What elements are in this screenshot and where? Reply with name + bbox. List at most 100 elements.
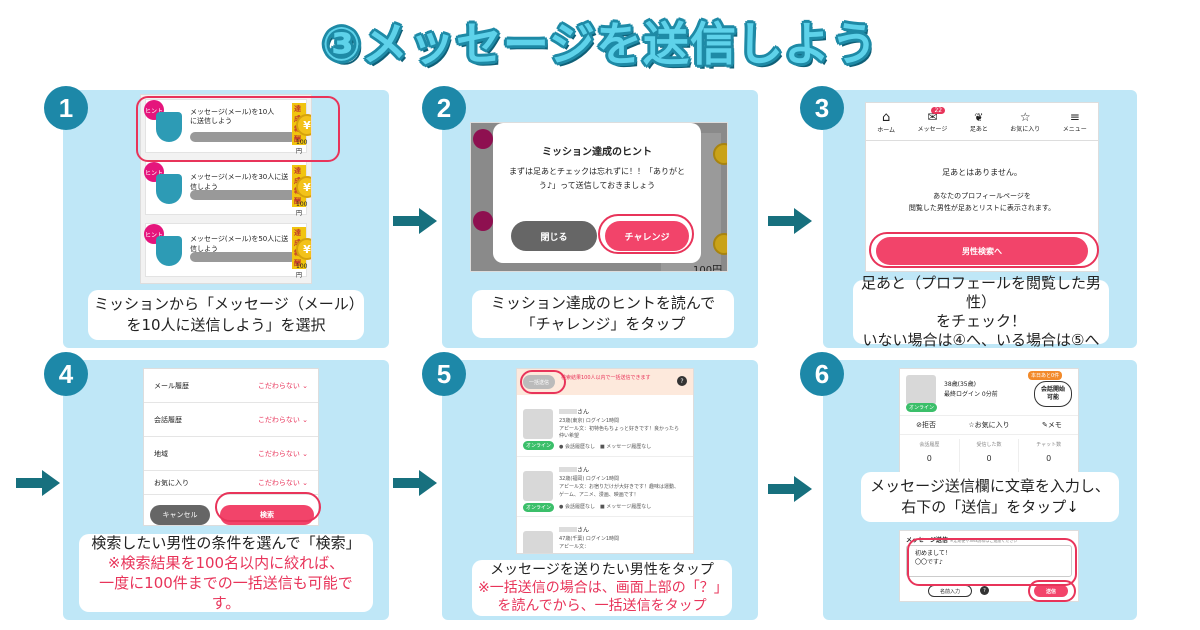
- user-name: さん: [559, 525, 589, 534]
- nav-footprint[interactable]: ❦足あと: [969, 110, 988, 133]
- highlight-ring: [598, 214, 694, 254]
- progress-bar: [190, 190, 296, 200]
- hint-modal-screenshot: 100円 ミッション達成のヒント まずは足あとチェックは忘れずに！！「ありがとう…: [470, 122, 728, 272]
- arrow-right-icon: [393, 470, 437, 496]
- online-badge: オンライン: [523, 503, 555, 512]
- user-meta: 47歳(千葉) ログイン1時間: [559, 536, 620, 542]
- filter-row-favorite[interactable]: お気に入りこだわらない ⌄: [144, 471, 318, 495]
- filter-row-chat-history[interactable]: 会話履歴こだわらない ⌄: [144, 403, 318, 437]
- caption-line: メッセージを送りたい男性をタップ: [490, 562, 714, 578]
- empty-message: 足あとはありません。: [942, 168, 1022, 177]
- search-men-button[interactable]: 男性検索へ: [876, 237, 1088, 265]
- bulk-notice: 検索結果100人以内で一括送信できます: [561, 375, 651, 381]
- memo-button[interactable]: ✎メモ: [1041, 421, 1062, 429]
- mission-list-screenshot: ヒント メッセージ(メール)を10人に送信しよう 達成報酬 ¥ 100円 ヒント…: [140, 94, 312, 284]
- home-icon: ⌂: [882, 109, 891, 125]
- profile-screenshot: オンライン 38歳(35歳) 最終ログイン 0分前 本日あと0件 会話開始可能 …: [899, 368, 1079, 478]
- help-icon[interactable]: ?: [980, 586, 989, 595]
- help-icon[interactable]: ?: [677, 376, 687, 386]
- highlight-ring: [907, 538, 1077, 586]
- step-caption-5: メッセージを送りたい男性をタップ ※一括送信の場合は、画面上部の「？」 を読んで…: [472, 560, 732, 616]
- modal-body: まずは足あとチェックは忘れずに！！「ありがとう♪」って送信しておきましょう: [509, 167, 685, 190]
- reward-amount: 100円: [296, 201, 308, 217]
- remaining-badge: 本日あと0件: [1028, 371, 1063, 380]
- nav-message[interactable]: ✉メッセージ 22: [917, 107, 948, 133]
- avatar: [906, 375, 936, 405]
- memo-icon: ✎: [1041, 421, 1048, 429]
- nav-home[interactable]: ⌂ホーム: [877, 109, 896, 134]
- user-row[interactable]: さん 47歳(千葉) ログイン1時間 アピール文：: [517, 521, 693, 553]
- message-textarea[interactable]: 初めまして！〇〇です♪: [906, 545, 1072, 577]
- progress-bar: [190, 252, 296, 262]
- coin-icon: ¥: [296, 238, 311, 260]
- result-header: 一括送信 検索結果100人以内で一括送信できます ?: [517, 369, 693, 395]
- step-number-3: 3: [800, 86, 844, 130]
- step-caption-3: 足あと（プロフェールを閲覧した男性） をチェック！ いない場合は④へ、いる場合は…: [853, 274, 1109, 349]
- filter-row-region[interactable]: 地域こだわらない ⌄: [144, 437, 318, 471]
- step-panel-2: 100円 ミッション達成のヒント まずは足あとチェックは忘れずに！！「ありがとう…: [442, 90, 758, 348]
- mail-icon: ✉: [927, 110, 938, 124]
- user-meta: 32歳(福岡) ログイン1時間: [559, 476, 620, 482]
- favorite-button[interactable]: ☆お気に入り: [968, 421, 1010, 429]
- user-appeal: アピール文：初特色もちょっと好きです！良かったら: [559, 426, 680, 432]
- avatar: [523, 409, 553, 439]
- caption-line: ミッションから「メッセージ（メール）: [94, 295, 364, 313]
- footprint-screenshot: ⌂ホーム ✉メッセージ 22 ❦足あと ☆お気に入り ≡メニュー 足あとはありま…: [865, 102, 1099, 272]
- block-button[interactable]: ⊘拒否: [916, 421, 937, 429]
- name-insert-button[interactable]: 名前入力: [928, 585, 972, 597]
- online-badge: オンライン: [523, 441, 555, 450]
- step-panel-3: ⌂ホーム ✉メッセージ 22 ❦足あと ☆お気に入り ≡メニュー 足あとはありま…: [823, 90, 1137, 349]
- step-caption-6: メッセージ送信欄に文章を入力し、 右下の「送信」をタップ↓: [861, 472, 1119, 522]
- hint-badge: [473, 211, 493, 231]
- caption-line: 検索したい男性の条件を選んで「検索」: [91, 534, 361, 552]
- nav-favorite[interactable]: ☆お気に入り: [1010, 110, 1041, 133]
- step-panel-4: メール履歴こだわらない ⌄ 会話履歴こだわらない ⌄ 地域こだわらない ⌄ お気…: [63, 360, 389, 620]
- caption-line: 足あと（プロフェールを閲覧した男性）: [860, 274, 1101, 311]
- progress-bar: [190, 132, 296, 142]
- caption-line: をチェック！: [935, 312, 1026, 330]
- coin-icon: ¥: [296, 114, 311, 136]
- user-meta: 23歳(東京) ログイン1時間: [559, 418, 620, 424]
- search-result-screenshot: 一括送信 検索結果100人以内で一括送信できます ? オンライン さん 23歳(…: [516, 368, 694, 554]
- step-number-1: 1: [44, 86, 88, 130]
- step-panel-1: ヒント メッセージ(メール)を10人に送信しよう 達成報酬 ¥ 100円 ヒント…: [63, 90, 389, 348]
- mission-card-30[interactable]: ヒント メッセージ(メール)を30人に送信しよう 達成報酬 ¥ 100円: [144, 161, 311, 217]
- shield-icon: [156, 236, 182, 266]
- chat-start-badge: 会話開始可能: [1034, 381, 1072, 407]
- cancel-button[interactable]: キャンセル: [150, 505, 210, 525]
- send-button[interactable]: 送信: [1034, 585, 1068, 597]
- reward-amount: 100円: [296, 139, 308, 155]
- mission-card-50[interactable]: ヒント メッセージ(メール)を50人に送信しよう 達成報酬 ¥ 100円: [144, 223, 311, 279]
- block-icon: ⊘: [916, 421, 923, 429]
- close-button[interactable]: 閉じる: [511, 221, 597, 251]
- star-icon: ☆: [1019, 110, 1031, 124]
- caption-line: 右下の「送信」をタップ↓: [901, 498, 1079, 516]
- highlight-ring: [1028, 580, 1076, 602]
- coin-icon: [713, 143, 727, 165]
- filter-row-mail-history[interactable]: メール履歴こだわらない ⌄: [144, 369, 318, 403]
- caption-line: ミッション達成のヒントを読んで: [490, 294, 716, 312]
- user-row[interactable]: オンライン さん 32歳(福岡) ログイン1時間 アピール文：お宿りだけが大好き…: [517, 461, 693, 517]
- nav-menu[interactable]: ≡メニュー: [1062, 110, 1087, 133]
- mission-card-10[interactable]: ヒント メッセージ(メール)を10人に送信しよう 達成報酬 ¥ 100円: [144, 99, 311, 155]
- user-row[interactable]: オンライン さん 23歳(東京) ログイン1時間 アピール文：初特色もちょっと好…: [517, 405, 693, 457]
- user-name: さん: [559, 407, 589, 416]
- user-name: さん: [559, 465, 589, 474]
- step-panel-6: オンライン 38歳(35歳) 最終ログイン 0分前 本日あと0件 会話開始可能 …: [823, 360, 1137, 620]
- note-line: を読んでから、一括送信をタップ: [497, 598, 707, 614]
- caption-line: いない場合は④へ、いる場合は⑤へ: [862, 331, 1100, 349]
- coin-icon: [713, 233, 727, 255]
- note-line: ※検索結果を100名以内に絞れば、: [107, 554, 345, 572]
- avatar: [523, 531, 553, 553]
- highlight-ring: [869, 232, 1099, 268]
- coin-icon: ¥: [296, 176, 311, 198]
- user-appeal: 仲い希望: [559, 433, 580, 439]
- footprint-icon: ❦: [974, 110, 984, 124]
- description-line: あなたのプロフィールページを: [933, 192, 1031, 200]
- user-name: 38歳(35歳): [944, 381, 976, 388]
- modal-title: ミッション達成のヒント: [542, 147, 652, 158]
- compose-title: メッセージ送信 ※定期便やSNS誘導はご遠慮ください: [906, 537, 1018, 544]
- reward-amount: 100円: [693, 265, 723, 272]
